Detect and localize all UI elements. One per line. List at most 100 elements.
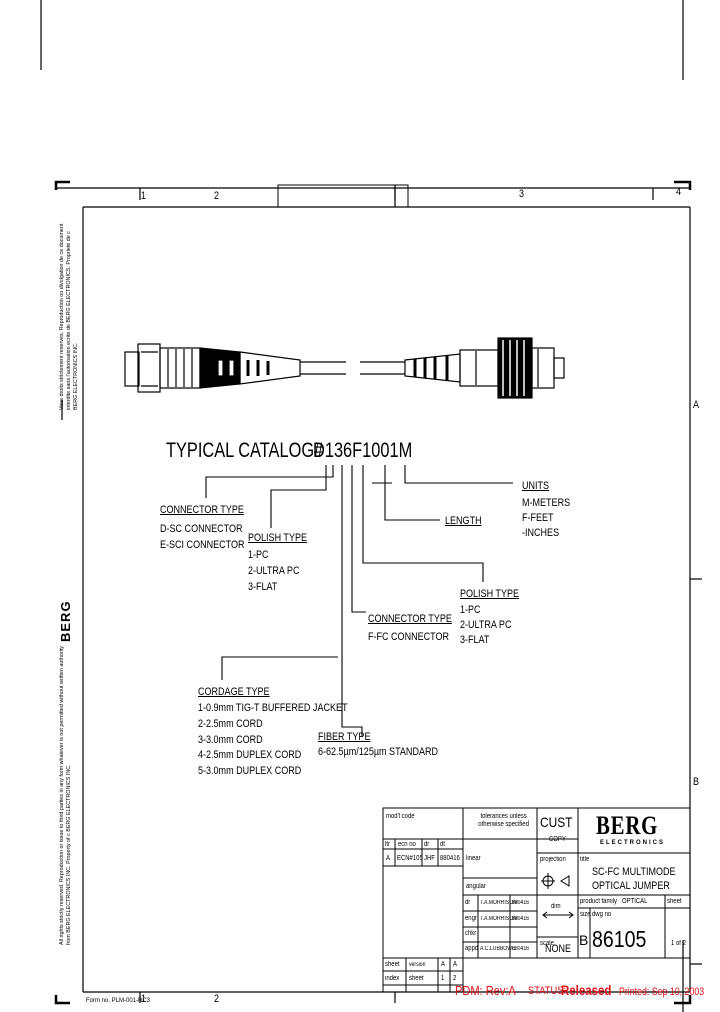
polish-type-1-title: POLISH TYPE	[248, 532, 307, 544]
side-berg-logo: BERG	[58, 600, 73, 642]
polish-type-1-item: 2-ULTRA PC	[248, 565, 300, 577]
rev-row-ecn: ECN#105	[397, 855, 423, 862]
sheet-value: 1 of 2	[671, 940, 686, 947]
mod-code-label: mod'l code	[386, 813, 415, 820]
connector-type-2-item: F-FC CONNECTOR	[368, 631, 450, 643]
zone-label-bottom-1: 1	[141, 993, 147, 1005]
title-line-2: OPTICAL JUMPER	[592, 880, 670, 892]
side-notice-french: Vous droits strictement reserves. Reprod…	[59, 223, 79, 410]
rev-row-ltr: A	[386, 855, 390, 862]
units-item: -INCHES	[522, 527, 560, 539]
dwg-no-label: dwg no	[592, 911, 612, 918]
sheet-index-cell: index	[385, 975, 400, 982]
zone-label-top-3: 3	[519, 188, 525, 200]
catalog-number: D136F1001M	[313, 439, 413, 462]
side-notice-english: All rights strictly reserved. Reproducti…	[59, 645, 72, 945]
sign-name: T.A.MORRISON	[480, 916, 517, 922]
connector-type-1-item: D-SC CONNECTOR	[160, 523, 243, 535]
polish-type-2-item: 3-FLAT	[460, 634, 490, 646]
fiber-type-title: FIBER TYPE	[318, 731, 371, 743]
polish-type-1-item: 1-PC	[248, 549, 269, 561]
rev-row-dr: JHF	[424, 855, 435, 862]
sheet-index-cell: sheet	[409, 975, 424, 982]
title-label: title	[580, 856, 590, 863]
sheet-index-header: A	[441, 961, 445, 968]
sheet-index-header: version	[409, 962, 426, 968]
sign-date: 880416	[512, 946, 530, 952]
rev-row-dt: 880416	[440, 855, 460, 862]
sheet-label: sheet	[667, 898, 682, 905]
connector-type-1-item: E-SCI CONNECTOR	[160, 539, 245, 551]
sc-connector-drawing	[124, 343, 346, 393]
scale-label: scale	[540, 940, 554, 947]
rev-header-dt: dt	[440, 841, 445, 848]
polish-type-1-item: 3-FLAT	[248, 581, 278, 593]
dim-arrow-icon	[542, 911, 574, 919]
polish-type-2-title: POLISH TYPE	[460, 588, 519, 600]
projection-label: projection	[540, 856, 566, 863]
rev-header-ecn: ecn no	[398, 841, 416, 848]
linear-label: linear	[466, 855, 481, 862]
dim-label: dim	[551, 903, 561, 910]
connector-type-1-title: CONNECTOR TYPE	[160, 504, 244, 516]
status-value: Released	[561, 982, 612, 998]
sign-role: engr	[465, 915, 477, 922]
sign-name: A.C.LUBBOWE	[480, 946, 516, 952]
sheet-index-cell: 1	[441, 975, 445, 982]
size-value: B	[579, 932, 589, 948]
sign-date: 880416	[512, 900, 530, 906]
zone-label-top-1: 1	[141, 190, 147, 202]
cordage-type-item: 4-2.5mm DUPLEX CORD	[198, 749, 302, 761]
sign-role: chkr	[465, 930, 477, 937]
units-item: M-METERS	[522, 497, 571, 509]
angular-label: angular	[466, 883, 486, 890]
berg-logo-sub: ELECTRONICS	[600, 840, 666, 846]
cordage-type-item: 3-3.0mm CORD	[198, 734, 263, 746]
scale-value: NONE	[545, 943, 572, 955]
polish-type-2-item: 2-ULTRA PC	[460, 619, 512, 631]
connector-type-2-title: CONNECTOR TYPE	[368, 613, 452, 625]
rev-header-ltr: ltr	[385, 841, 390, 848]
cordage-type-item: 5-3.0mm DUPLEX CORD	[198, 765, 302, 777]
rev-header-dr: dr	[424, 841, 430, 848]
zone-label-right-b: B	[693, 776, 700, 788]
cordage-type-item: 2-2.5mm CORD	[198, 718, 263, 730]
cordage-type-title: CORDAGE TYPE	[198, 686, 270, 698]
title-line-1: SC-FC MULTIMODE	[592, 866, 676, 878]
length-label: LENGTH	[445, 515, 482, 527]
tolerances-label: tolerances unless otherwise specified	[478, 813, 529, 828]
sheet-index-header: A	[453, 961, 457, 968]
fc-connector-drawing	[360, 337, 565, 399]
projection-symbol-icon	[541, 873, 570, 889]
product-family-value: OPTICAL	[622, 898, 648, 905]
zone-label-right-a: A	[693, 399, 700, 411]
size-label: size	[580, 911, 591, 918]
zone-label-bottom-2: 2	[214, 993, 220, 1005]
sign-role: appd	[465, 945, 479, 952]
units-item: F-FEET	[522, 512, 554, 524]
cordage-type-item: 1-0.9mm TIG-T BUFFERED JACKET	[198, 702, 348, 714]
zone-label-top-2: 2	[214, 190, 220, 202]
zone-label-top-4: 4	[676, 186, 682, 198]
sign-role: dr	[465, 899, 471, 906]
polish-type-2-item: 1-PC	[460, 604, 481, 616]
units-title: UNITS	[522, 480, 550, 492]
status-label: STATUS:	[528, 985, 567, 997]
catalog-label: TYPICAL CATALOG#	[166, 439, 324, 462]
berg-logo: BERG	[596, 811, 659, 840]
printed-date: Printed: Sep 10, 2003	[619, 986, 705, 998]
sign-name: T.A.MORRISON	[480, 900, 517, 906]
copy-label: COPY	[549, 836, 566, 843]
dwg-number: 86105	[592, 926, 647, 952]
title-block-grid	[382, 807, 691, 993]
sheet-index-cell: 2	[453, 975, 457, 982]
sign-date: 880416	[512, 916, 530, 922]
fiber-type-item: 6-62.5µm/125µm STANDARD	[318, 746, 439, 758]
pdm-revision: PDM: Rev:A	[455, 983, 516, 998]
sheet-index-header: sheet	[385, 961, 400, 968]
form-number: Form no. PLM-001-RC3	[86, 998, 151, 1004]
cust-label: CUST	[540, 814, 573, 830]
product-family-label: product family	[580, 898, 618, 905]
leader-lines	[205, 465, 513, 737]
